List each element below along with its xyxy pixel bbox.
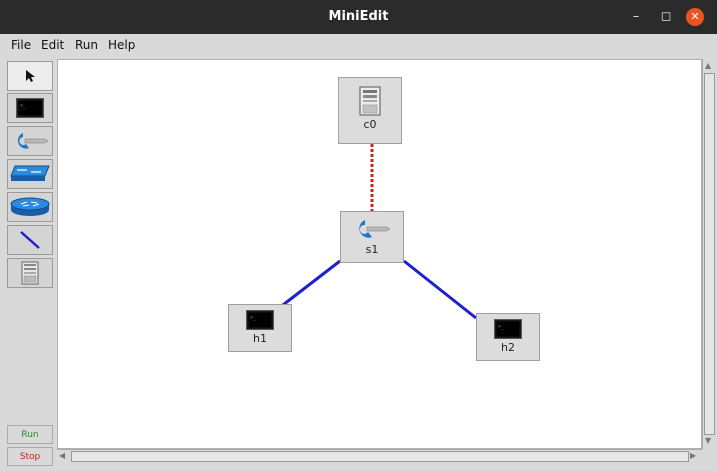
legacy-router-tool[interactable] xyxy=(7,192,53,222)
menu-run[interactable]: Run xyxy=(75,38,99,52)
controller-tool[interactable] xyxy=(7,258,53,288)
openflow-switch-icon xyxy=(359,220,391,238)
host-terminal-icon: >_ xyxy=(246,310,274,330)
arrow-cursor-icon xyxy=(26,70,35,82)
link-s1-h2[interactable] xyxy=(403,259,477,320)
tool-palette: >_ Run Stop xyxy=(4,59,56,467)
menu-edit[interactable]: Edit xyxy=(41,38,65,52)
link-tool[interactable] xyxy=(7,225,53,255)
host-tool[interactable]: >_ xyxy=(7,93,53,123)
node-c0[interactable]: c0 xyxy=(338,77,402,144)
menu-file[interactable]: File xyxy=(11,38,32,52)
title-bar: MiniEdit – ◻ ✕ xyxy=(0,0,717,34)
horizontal-scrollbar[interactable]: ◀ ▶ xyxy=(57,449,702,462)
window-title: MiniEdit xyxy=(328,9,389,24)
svg-text:>_: >_ xyxy=(498,324,505,330)
menu-help[interactable]: Help xyxy=(108,38,136,52)
svg-text:>_: >_ xyxy=(250,315,257,321)
close-icon[interactable]: ✕ xyxy=(686,8,704,26)
node-s1[interactable]: s1 xyxy=(340,211,404,263)
menu-bar: File Edit Run Help xyxy=(0,34,717,57)
node-label-h1: h1 xyxy=(253,332,267,345)
scroll-up-icon[interactable]: ▲ xyxy=(705,61,712,70)
controller-server-icon xyxy=(359,86,381,116)
svg-text:>_: >_ xyxy=(20,103,27,109)
scroll-right-icon[interactable]: ▶ xyxy=(690,451,697,460)
host-terminal-icon: >_ xyxy=(16,98,44,118)
scroll-left-icon[interactable]: ◀ xyxy=(59,451,66,460)
node-label-h2: h2 xyxy=(501,341,515,354)
minimize-icon[interactable]: – xyxy=(632,9,640,24)
stop-button[interactable]: Stop xyxy=(7,447,53,466)
topology-canvas[interactable]: c0 s1 >_ h1 >_ h2 xyxy=(57,59,702,449)
node-h2[interactable]: >_ h2 xyxy=(476,313,540,361)
link-line-icon xyxy=(20,231,40,249)
switch-tool[interactable] xyxy=(7,126,53,156)
link-s1-h1[interactable] xyxy=(278,259,341,310)
legacy-switch-tool[interactable] xyxy=(7,159,53,189)
legacy-router-icon xyxy=(10,197,50,216)
scroll-down-icon[interactable]: ▼ xyxy=(705,436,712,445)
select-tool[interactable] xyxy=(7,61,53,91)
vertical-scrollbar[interactable]: ▲ ▼ xyxy=(702,59,715,449)
run-button[interactable]: Run xyxy=(7,425,53,444)
node-h1[interactable]: >_ h1 xyxy=(228,304,292,352)
node-label-c0: c0 xyxy=(363,118,377,131)
node-label-s1: s1 xyxy=(365,243,379,256)
links-layer xyxy=(278,144,477,320)
maximize-icon[interactable]: ◻ xyxy=(660,9,672,24)
openflow-switch-icon xyxy=(17,133,49,149)
controller-server-icon xyxy=(21,261,39,285)
horizontal-scroll-thumb[interactable] xyxy=(71,451,689,462)
vertical-scroll-thumb[interactable] xyxy=(704,73,715,435)
legacy-switch-icon xyxy=(10,165,50,181)
host-terminal-icon: >_ xyxy=(494,319,522,339)
